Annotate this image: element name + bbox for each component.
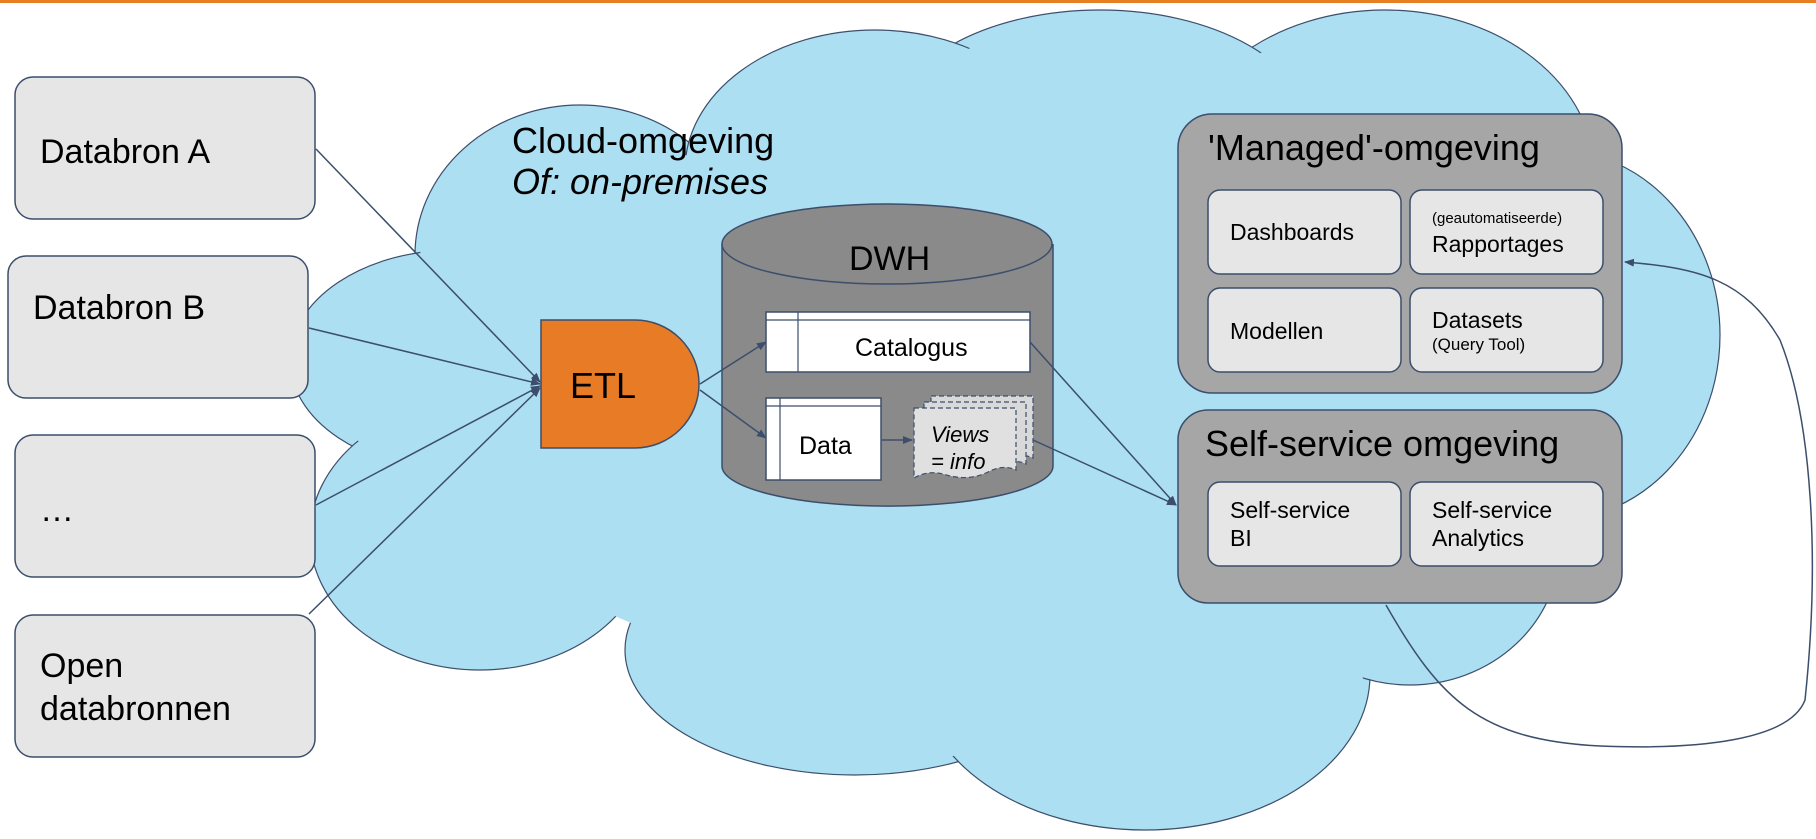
dwh-title: DWH bbox=[849, 240, 930, 278]
connector-etl-data bbox=[699, 389, 767, 439]
datasets-small-label: (Query Tool) bbox=[1432, 335, 1525, 354]
cloud-title: Cloud-omgeving bbox=[512, 120, 774, 161]
cloud-subtitle: Of: on-premises bbox=[512, 161, 768, 202]
connector-etl-catalogus bbox=[699, 341, 767, 385]
connector-b-etl bbox=[308, 327, 541, 386]
catalogus-table: Catalogus bbox=[765, 311, 1031, 373]
dwh-selfservice-connectors bbox=[1029, 341, 1177, 506]
managed-environment: 'Managed'-omgeving Dashboards (geautomat… bbox=[1177, 113, 1623, 394]
connector-catalogus-selfservice bbox=[1029, 341, 1177, 506]
connector-open-etl bbox=[308, 387, 541, 615]
source-connectors bbox=[308, 148, 541, 615]
views-label-line1: Views bbox=[931, 422, 989, 447]
rapportages-box bbox=[1409, 189, 1604, 275]
selfservice-analytics-line1: Self-service bbox=[1432, 497, 1552, 523]
source-ellipsis: … bbox=[14, 434, 316, 578]
connector-views-selfservice bbox=[1032, 439, 1177, 506]
datasets-label: Datasets bbox=[1432, 307, 1523, 333]
etl-dwh-connectors bbox=[699, 341, 913, 444]
catalogus-label: Catalogus bbox=[855, 334, 968, 362]
selfservice-bi-line1: Self-service bbox=[1230, 497, 1350, 523]
source-label-line2: databronnen bbox=[40, 690, 231, 728]
source-open-databronnen: Open databronnen bbox=[14, 614, 316, 758]
connector-a-etl bbox=[315, 148, 541, 383]
rapportages-small-label: (geautomatiseerde) bbox=[1432, 210, 1562, 227]
feedback-loop-connector bbox=[1385, 258, 1814, 748]
etl-label: ETL bbox=[570, 365, 636, 406]
top-accent-bar bbox=[0, 0, 1816, 3]
source-label: Databron A bbox=[40, 133, 210, 171]
modellen-label: Modellen bbox=[1230, 318, 1323, 344]
selfservice-analytics-box bbox=[1409, 481, 1604, 567]
selfservice-title: Self-service omgeving bbox=[1205, 423, 1559, 464]
source-databron-a: Databron A bbox=[14, 76, 316, 220]
datasets-box bbox=[1409, 287, 1604, 373]
source-label: Databron B bbox=[33, 289, 205, 327]
rapportages-label: Rapportages bbox=[1432, 231, 1564, 257]
modellen-box bbox=[1207, 287, 1402, 373]
selfservice-bi-line2: BI bbox=[1230, 525, 1252, 551]
views-documents: Views = info bbox=[913, 395, 1034, 480]
dashboards-box bbox=[1207, 189, 1402, 275]
data-label: Data bbox=[799, 432, 852, 460]
source-label-line1: Open bbox=[40, 647, 123, 685]
selfservice-analytics-line2: Analytics bbox=[1432, 525, 1524, 551]
views-label-line2: = info bbox=[931, 449, 985, 474]
data-table: Data bbox=[765, 397, 882, 481]
source-databron-b: Databron B bbox=[7, 255, 309, 399]
managed-title: 'Managed'-omgeving bbox=[1208, 127, 1540, 168]
source-label: … bbox=[40, 491, 74, 529]
selfservice-bi-box bbox=[1207, 481, 1402, 567]
etl-block: ETL bbox=[540, 319, 700, 449]
selfservice-environment: Self-service omgeving Self-service BI Se… bbox=[1177, 409, 1623, 604]
connector-dots-etl bbox=[315, 385, 541, 506]
dashboards-label: Dashboards bbox=[1230, 219, 1354, 245]
